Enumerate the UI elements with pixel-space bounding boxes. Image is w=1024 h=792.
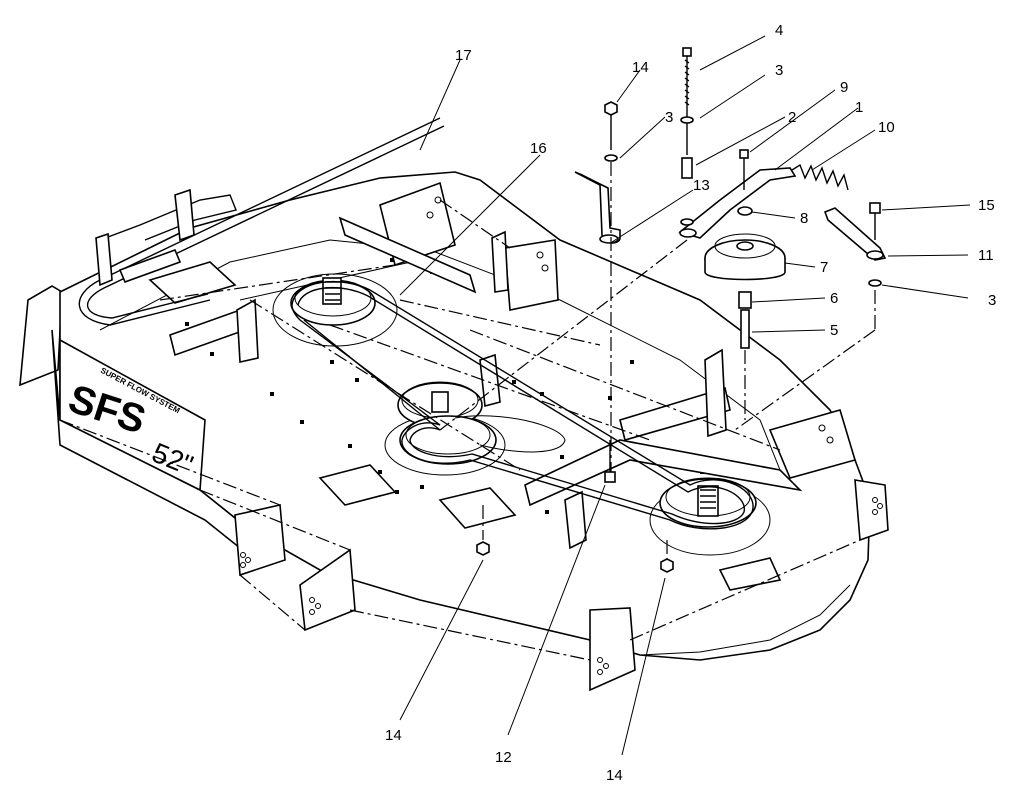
callout-15: 15 [978,197,995,214]
belt-guard-rod [78,117,445,326]
callout-3-top: 3 [775,62,783,79]
right-spindle-pulley [659,477,757,528]
bottom-hardware [476,440,674,573]
left-spindle-pulley [290,277,376,326]
callout-11: 11 [978,247,994,264]
callout-3-left: 3 [665,109,673,126]
idler-arm [678,167,797,239]
callout-8: 8 [800,210,808,227]
mounting-brackets [169,181,889,692]
callout-13: 13 [693,177,710,194]
callout-14-bottom-right: 14 [606,767,623,784]
callout-17: 17 [455,47,472,64]
top-nut-chain [604,101,618,162]
callout-6: 6 [830,290,838,307]
callout-16: 16 [530,140,547,157]
callout-1: 1 [855,99,863,116]
callout-labels: 4 14 3 3 2 9 1 10 13 16 17 8 7 6 5 15 11… [385,22,996,784]
idler-stud [680,47,694,226]
callout-7: 7 [820,259,828,276]
leader-lines [399,35,971,756]
callout-3-right: 3 [988,292,996,309]
callout-5: 5 [830,322,838,339]
deck-belt [291,280,754,530]
assembly-centerlines [59,162,876,661]
idler-pulley [704,233,786,281]
callout-14-top: 14 [632,59,649,76]
callout-4: 4 [775,22,783,39]
idler-spring [791,163,849,191]
right-bracket-arm [823,202,887,287]
idler-washer [737,206,753,216]
callout-9: 9 [840,79,848,96]
callout-2: 2 [788,109,796,126]
tension-rod [574,171,621,244]
callout-10: 10 [878,119,895,136]
idler-bolt [739,149,749,190]
idler-spacer [738,291,752,349]
callout-14-bottom-left: 14 [385,727,402,744]
callout-12: 12 [495,749,512,766]
